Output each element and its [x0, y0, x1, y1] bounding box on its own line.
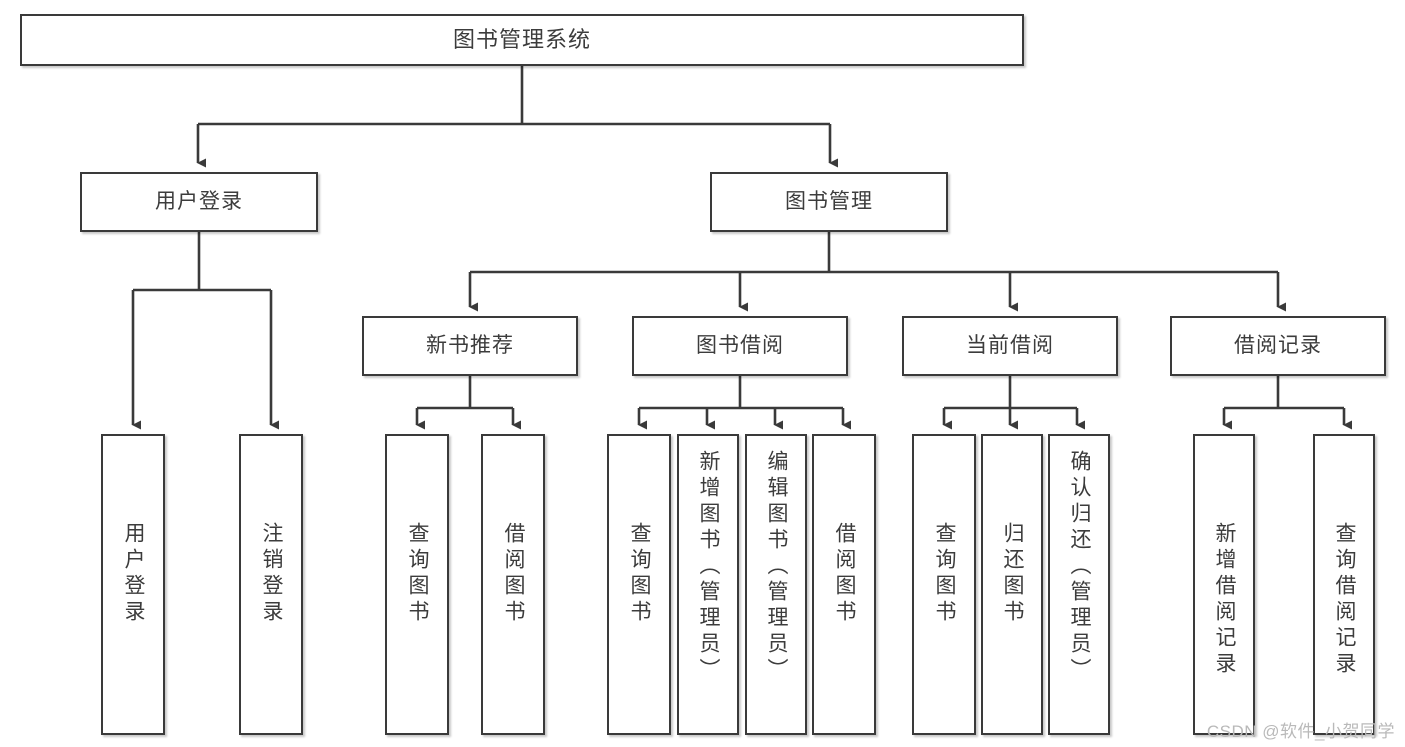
node-new-book-recommend[interactable]: 新书推荐 — [362, 316, 578, 376]
node-book-management-label: 图书管理 — [785, 190, 873, 214]
leaf-user-login[interactable]: 用户登录 — [101, 434, 165, 735]
leaf-borrow-book-label: 借阅图书 — [833, 522, 857, 626]
leaf-query-book-current-label: 查询图书 — [933, 522, 957, 626]
leaf-query-book-new[interactable]: 查询图书 — [385, 434, 449, 735]
node-book-management[interactable]: 图书管理 — [710, 172, 948, 232]
leaf-user-login-label: 用户登录 — [122, 522, 146, 626]
node-current-borrow[interactable]: 当前借阅 — [902, 316, 1118, 376]
leaf-return-book[interactable]: 归还图书 — [981, 434, 1043, 735]
leaf-borrow-book-new[interactable]: 借阅图书 — [481, 434, 545, 735]
node-book-borrow-label: 图书借阅 — [696, 334, 784, 358]
node-current-borrow-label: 当前借阅 — [966, 334, 1054, 358]
node-new-book-recommend-label: 新书推荐 — [426, 334, 514, 358]
leaf-add-borrow-record[interactable]: 新增借阅记录 — [1193, 434, 1255, 735]
leaf-logout-label: 注销登录 — [260, 522, 284, 626]
leaf-query-borrow-record[interactable]: 查询借阅记录 — [1313, 434, 1375, 735]
leaf-add-borrow-record-label: 新增借阅记录 — [1213, 522, 1237, 678]
leaf-return-book-label: 归还图书 — [1001, 522, 1025, 626]
leaf-confirm-return-admin[interactable]: 确认归还（管理员） — [1048, 434, 1110, 735]
node-book-borrow[interactable]: 图书借阅 — [632, 316, 848, 376]
watermark: CSDN @软件_小贺同学 — [1206, 722, 1395, 741]
leaf-confirm-return-admin-label: 确认归还（管理员） — [1068, 450, 1092, 684]
leaf-logout[interactable]: 注销登录 — [239, 434, 303, 735]
leaf-borrow-book[interactable]: 借阅图书 — [812, 434, 876, 735]
node-user-login[interactable]: 用户登录 — [80, 172, 318, 232]
leaf-query-book-borrow[interactable]: 查询图书 — [607, 434, 671, 735]
leaf-add-book-admin[interactable]: 新增图书（管理员） — [677, 434, 739, 735]
node-root[interactable]: 图书管理系统 — [20, 14, 1024, 66]
leaf-query-book-borrow-label: 查询图书 — [628, 522, 652, 626]
leaf-add-book-admin-label: 新增图书（管理员） — [697, 450, 721, 684]
leaf-edit-book-admin[interactable]: 编辑图书（管理员） — [745, 434, 807, 735]
node-root-label: 图书管理系统 — [452, 26, 591, 52]
leaf-edit-book-admin-label: 编辑图书（管理员） — [765, 450, 789, 684]
leaf-query-book-current[interactable]: 查询图书 — [912, 434, 976, 735]
node-borrow-record[interactable]: 借阅记录 — [1170, 316, 1386, 376]
leaf-borrow-book-new-label: 借阅图书 — [502, 522, 526, 626]
node-borrow-record-label: 借阅记录 — [1234, 334, 1322, 358]
leaf-query-book-new-label: 查询图书 — [406, 522, 430, 626]
leaf-query-borrow-record-label: 查询借阅记录 — [1333, 522, 1357, 678]
node-user-login-label: 用户登录 — [155, 190, 243, 214]
